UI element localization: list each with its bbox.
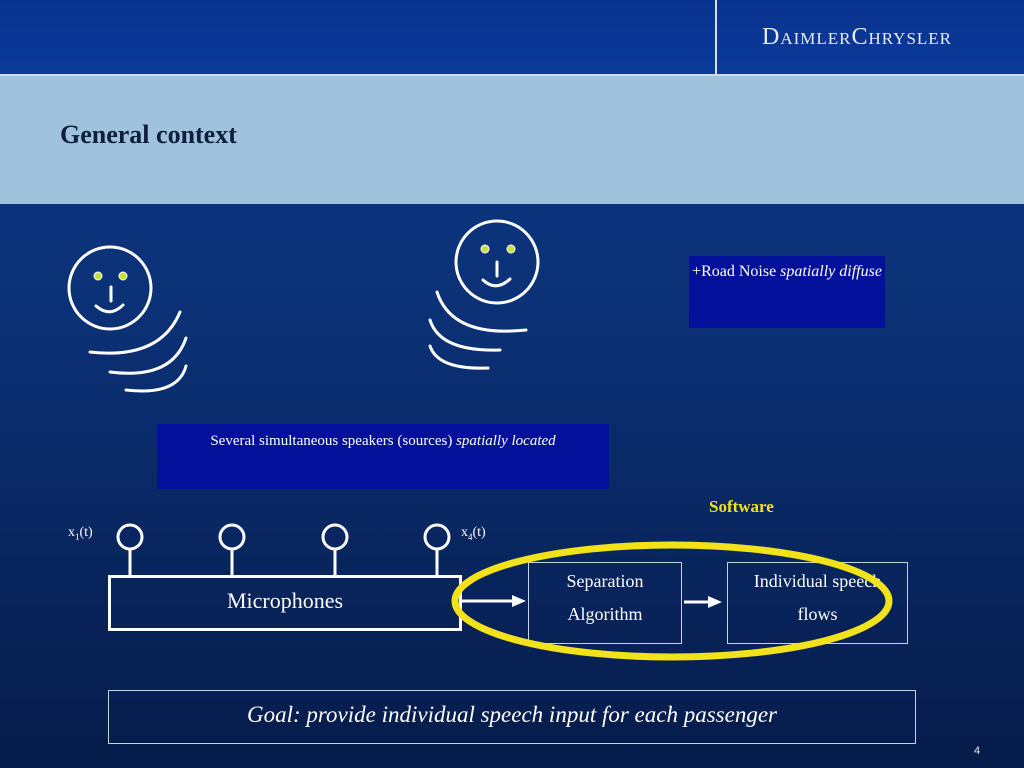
mic-last-base: x — [461, 525, 468, 540]
separation-algorithm-box: Separation Algorithm — [528, 562, 682, 644]
road-noise-note: +Road Noise spatially diffuse — [689, 256, 885, 328]
arrow-to-separation-icon — [462, 595, 526, 607]
mic-signal-first-label: x1(t) — [68, 525, 93, 542]
mic-first-suffix: (t) — [79, 525, 93, 540]
speaker-face-right-icon — [454, 219, 540, 305]
microphone-4-icon — [423, 523, 451, 575]
mic-first-sub: 1 — [75, 531, 80, 542]
software-highlight-ellipse — [451, 541, 893, 661]
right-face-right-eye-icon — [506, 244, 516, 254]
microphones-box: Microphones — [108, 575, 462, 631]
right-eye-icon — [118, 271, 128, 281]
mic-last-suffix: (t) — [472, 525, 486, 540]
separation-line-2: Algorithm — [567, 604, 643, 624]
speakers-emphasis: spatially located — [456, 433, 556, 449]
right-face-left-eye-icon — [480, 244, 490, 254]
goal-statement: Goal: provide individual speech input fo… — [108, 690, 916, 744]
microphone-3-icon — [321, 523, 349, 578]
arrow-to-flows-icon — [684, 596, 722, 608]
title-band: General context — [0, 76, 1024, 204]
microphone-2-icon — [218, 523, 246, 575]
mic-last-sub: 4 — [468, 531, 473, 542]
road-noise-prefix: +Road Noise — [692, 263, 781, 280]
header-divider — [715, 0, 717, 74]
sound-waves-left-icon — [88, 310, 188, 393]
page-number: 4 — [974, 745, 981, 757]
software-label: Software — [709, 497, 774, 516]
daimlerchrysler-logo: DaimlerChrysler — [762, 24, 953, 50]
flows-line-2: flows — [797, 604, 838, 624]
sound-waves-right-icon — [428, 290, 528, 370]
speaker-face-left-icon — [67, 245, 153, 331]
speech-flows-box: Individual speech flows — [727, 562, 908, 644]
mic-signal-last-label: x4(t) — [461, 525, 486, 542]
road-noise-emphasis: spatially diffuse — [780, 263, 882, 280]
flows-line-1: Individual speech — [753, 571, 882, 591]
speakers-prefix: Several simultaneous speakers (sources) — [210, 433, 457, 449]
microphone-1-icon — [116, 523, 144, 575]
speakers-note: Several simultaneous speakers (sources) … — [157, 424, 609, 489]
separation-line-1: Separation — [566, 571, 644, 591]
header-bar: DaimlerChrysler — [0, 0, 1024, 76]
left-eye-icon — [93, 271, 103, 281]
slide-title: General context — [60, 120, 237, 149]
mic-first-base: x — [68, 525, 75, 540]
